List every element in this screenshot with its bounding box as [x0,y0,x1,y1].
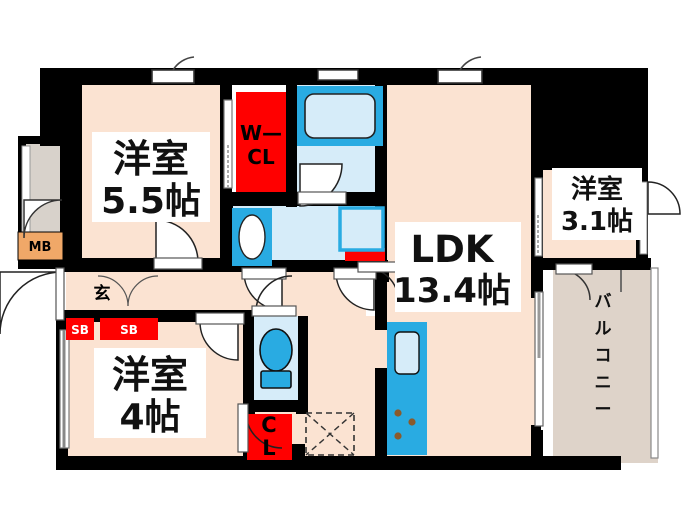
room-31-size: 3.1帖 [561,207,633,237]
room-55-size: 5.5帖 [101,181,201,222]
wall-left-room55 [60,85,82,268]
wall-wcl-right [286,85,297,207]
door-entrance-swing [0,271,63,335]
window-bath-top [317,69,359,81]
kitchen-sink [394,331,420,375]
window-ldk-arc [459,56,482,71]
wall-hall-ldk-stub [375,270,389,282]
walk-in-closet-label-2: CL [247,145,275,169]
door-ldk-swing [335,271,375,311]
room-4-name: 洋室 [112,353,188,397]
wall-ldk-right-top [531,85,543,173]
wall-toilet-right [296,316,308,414]
balcony-char-0: バ [595,292,612,312]
stove-burner-2 [408,418,416,426]
closet-label-2: L [262,436,275,460]
toilet-tank [260,370,292,389]
door-swings [0,163,681,453]
balcony-label: バ ル コ ニ ー [595,292,612,420]
door-ldk-leaf [333,267,377,280]
door-room31-swing [647,181,681,215]
room-55-label-bg [92,132,210,222]
door-room4-swing [199,321,239,361]
ldk-size: 13.4帖 [393,271,511,311]
shoe-box-label-2: SB [120,323,138,337]
door-cl-leaf [237,403,249,453]
balcony-floor [553,268,658,463]
closet-cl-block [247,414,292,460]
ldk-label-bg [395,222,521,312]
door-room4-leaf [195,312,245,325]
door-porch-swing [23,199,63,239]
shoe-box-label-1: SB [71,323,89,337]
door-washroom-leaf [241,267,287,280]
wall-ldk-left-lower [375,378,387,470]
windows [21,56,659,459]
stove-burner-1 [394,409,402,417]
washer-space [338,206,385,252]
balcony-char-4: ー [595,400,612,420]
vanity-basin [238,214,266,260]
window-room55-top [151,69,195,84]
ldk-name: LDK [411,228,495,271]
balcony-railing [650,267,659,459]
wall-ldk-left-upper [375,270,387,330]
stove-burner-3 [394,432,402,440]
balcony-char-2: コ [595,346,612,366]
walk-in-closet-block [236,92,286,192]
wall-top-left [40,68,388,85]
window-ldk-top [437,69,483,84]
meter-box [17,231,64,261]
room-4-size: 4帖 [119,397,180,438]
door-room55-leaf [153,257,203,270]
wall-sliding-top-stop [531,282,541,298]
wall-porch-top [18,136,68,144]
balcony-char-3: ニ [595,373,612,393]
bathtub [304,93,376,139]
door-toilet-leaf [251,305,297,317]
closets [17,92,385,460]
under-floor-storage [305,412,355,456]
walk-in-closet-label-1: W— [240,121,282,145]
door-ldk-leaf-2 [357,261,399,273]
storage-x-2 [305,412,355,456]
wall-sliding-bottom-stop [531,425,541,441]
room-labels: 洋室 5.5帖 洋室 4帖 洋室 3.1帖 LDK 13.4帖 W— CL C … [29,121,642,460]
door-bath-leaf [297,191,347,205]
toilet-bowl [259,328,293,372]
room-55-name: 洋室 [113,137,189,181]
entrance-fan-left [97,275,129,307]
shoe-box-2 [100,318,158,340]
wall-block-ne [538,68,648,170]
meter-box-label: MB [29,240,52,255]
door-balcony-leaf [555,263,593,275]
room-31-name: 洋室 [571,174,623,205]
entrance-fan-right [127,275,159,307]
wall-bottom [56,456,546,470]
closet-label-1: C [261,413,276,437]
kitchen-stove [387,397,427,455]
window-room55-arc [172,56,195,71]
shoe-box-1 [66,318,94,340]
wall-toilet-bottom [243,400,308,412]
room-31-label-bg [552,168,642,240]
room-4-label-bg [94,348,206,438]
door-entrance-leaf [55,267,65,321]
wall-room55-bottom [60,258,232,272]
hallway-floor [66,270,366,316]
door-wcl-sliding [223,99,233,189]
wall-balcony-bottom [531,456,621,470]
entrance-label: 玄 [94,283,111,304]
wall-washroom-left [221,205,233,271]
fixtures [232,86,427,456]
balcony-char-1: ル [595,319,612,339]
